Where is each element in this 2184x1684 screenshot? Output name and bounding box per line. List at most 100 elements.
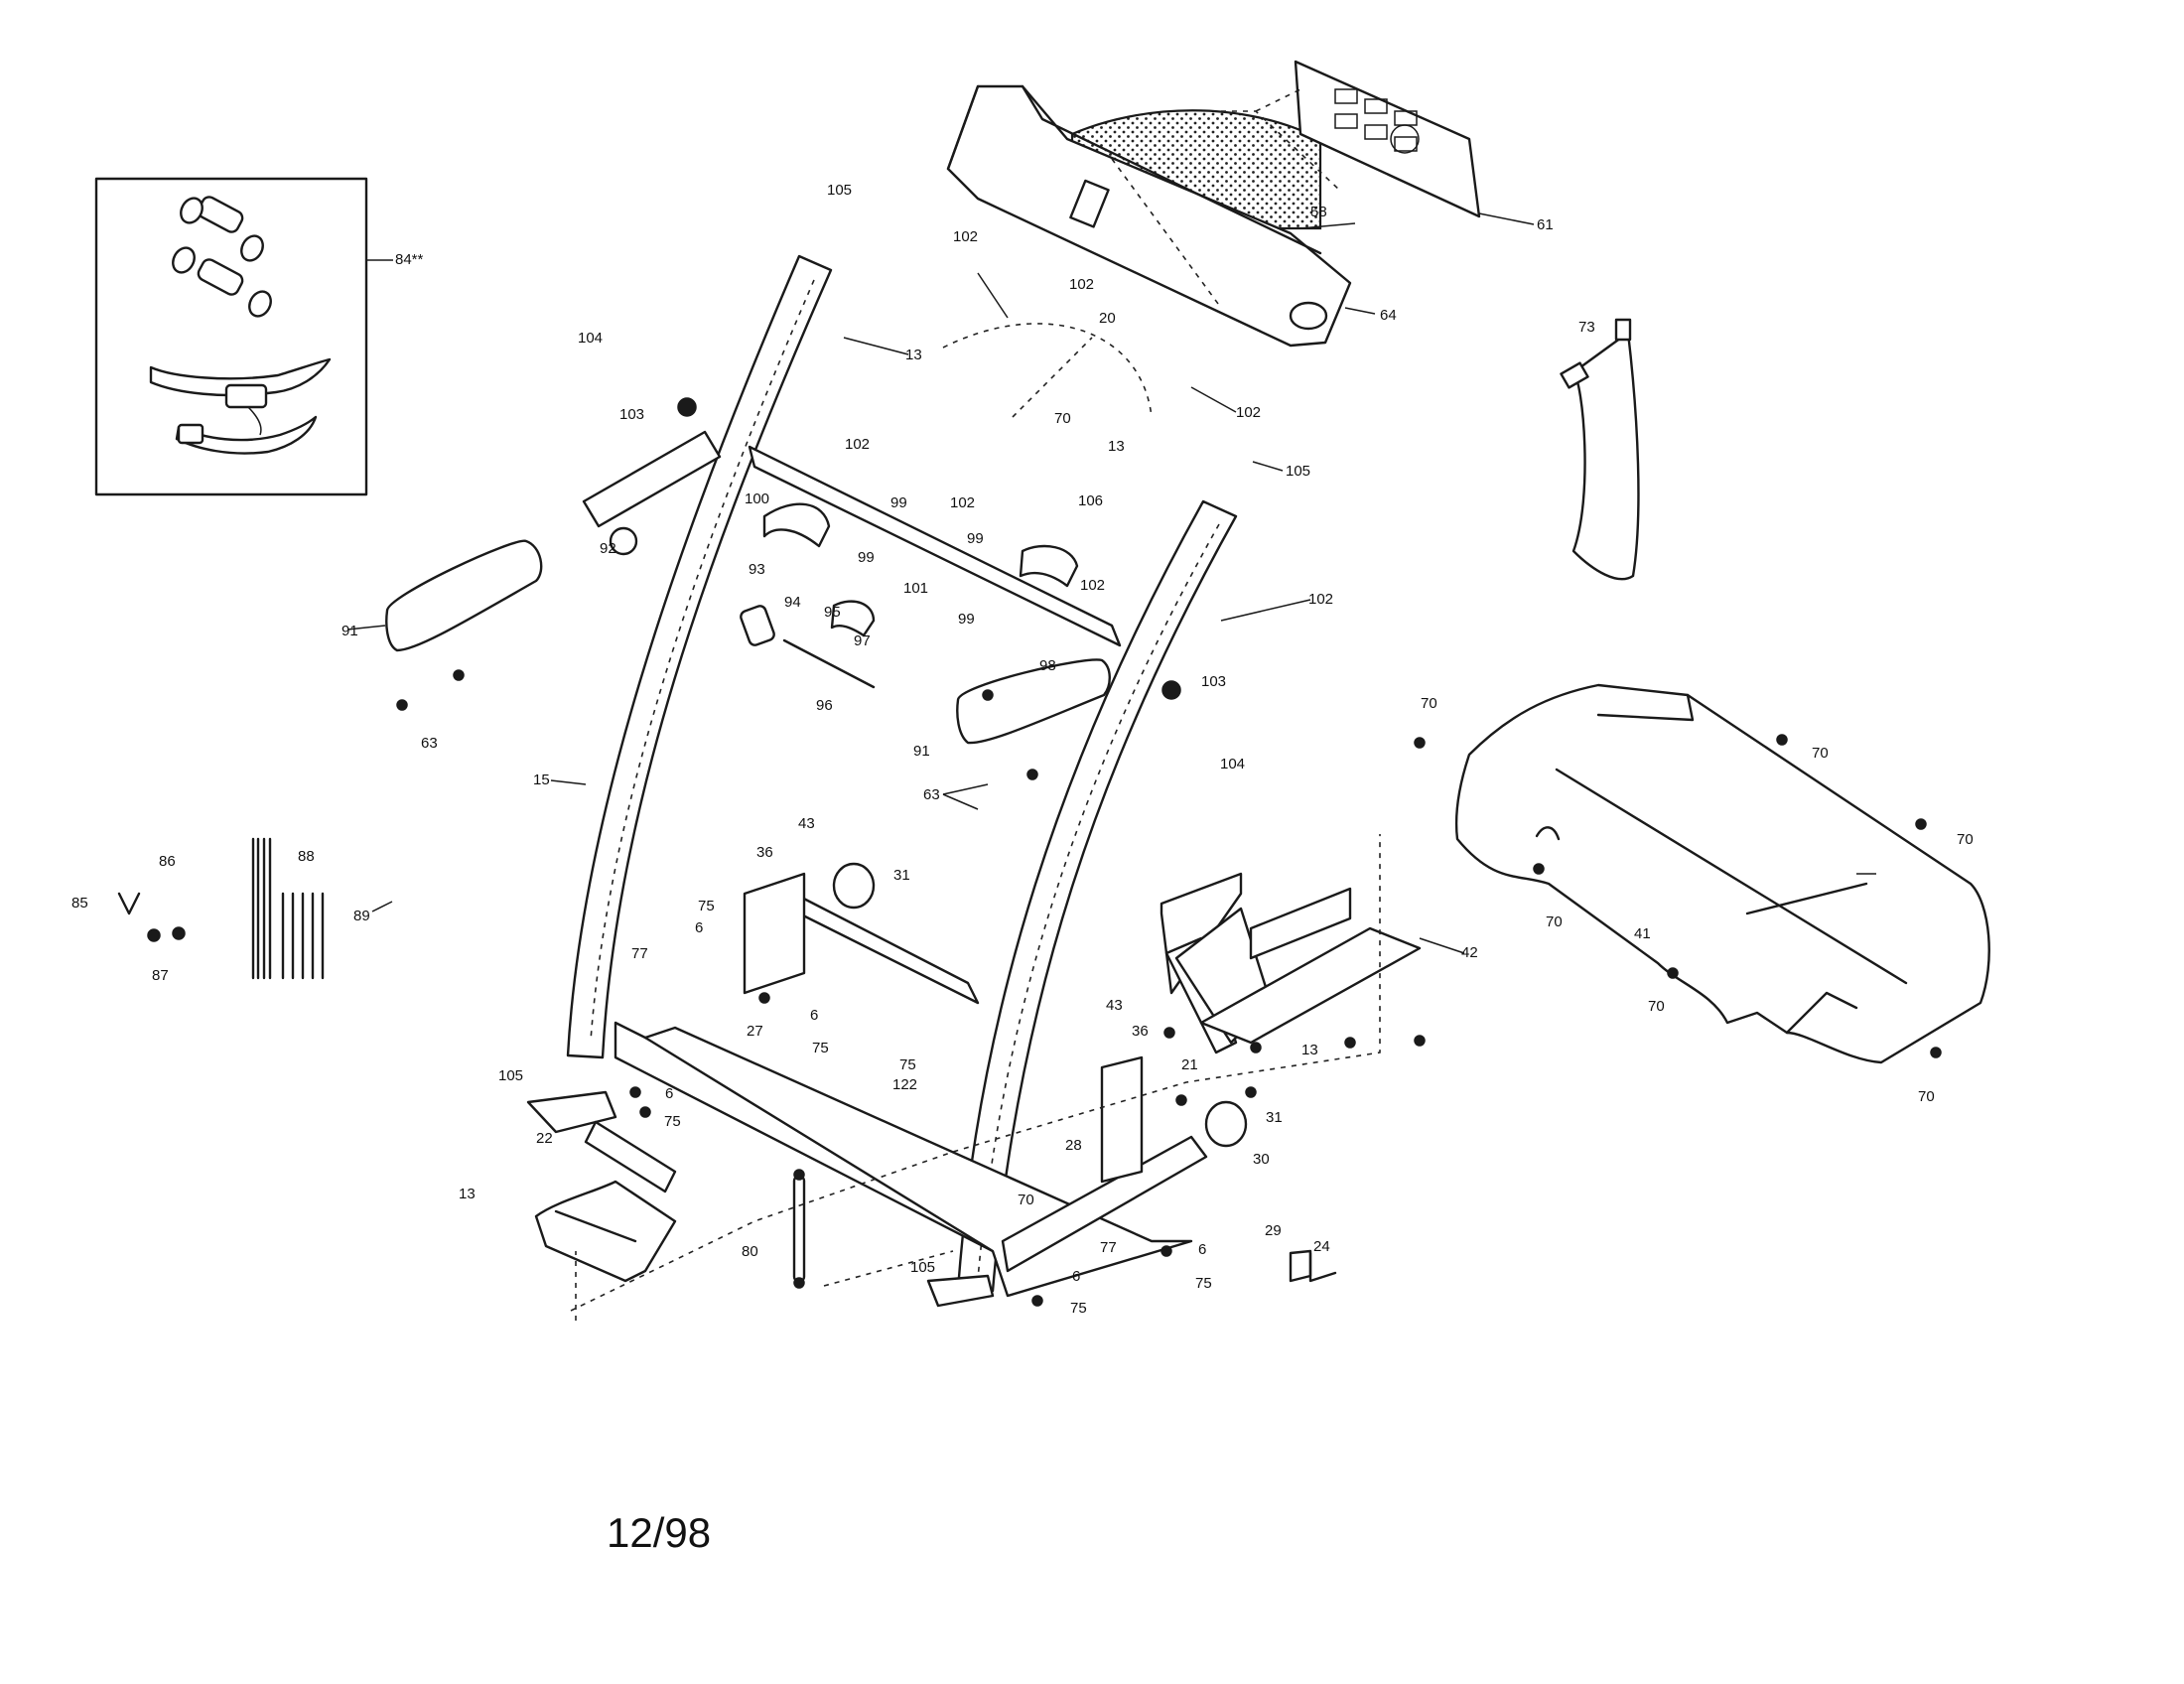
label-20: 20 <box>1099 310 1116 327</box>
motor-hood <box>1454 683 1990 1064</box>
label-43: 43 <box>1106 997 1123 1014</box>
label-102: 102 <box>1069 276 1094 293</box>
label-89: 89 <box>353 908 370 924</box>
label-104: 104 <box>1220 756 1245 772</box>
label-77: 77 <box>631 945 648 962</box>
label-41: 41 <box>1634 925 1651 942</box>
label-24: 24 <box>1313 1238 1330 1255</box>
misc-hardware <box>117 834 1422 1321</box>
label-73: 73 <box>1578 319 1595 336</box>
label-6: 6 <box>1072 1268 1080 1285</box>
left-upright <box>566 254 833 1059</box>
label-99: 99 <box>958 611 975 628</box>
label-100: 100 <box>745 491 769 507</box>
label-95: 95 <box>824 604 841 621</box>
label-21: 21 <box>1181 1056 1198 1073</box>
label-102: 102 <box>1080 577 1105 594</box>
rear-platform <box>1199 926 1422 1045</box>
label-102: 102 <box>953 228 978 245</box>
label-31: 31 <box>893 867 910 884</box>
label-80: 80 <box>742 1243 758 1260</box>
label-85: 85 <box>71 895 88 912</box>
label-75: 75 <box>1195 1275 1212 1292</box>
side-trim <box>1560 318 1640 581</box>
label-102: 102 <box>1308 591 1333 608</box>
label-102: 102 <box>1236 404 1261 421</box>
label-70: 70 <box>1648 998 1665 1015</box>
crossbar <box>748 445 1122 647</box>
label-91: 91 <box>341 623 358 639</box>
label-36: 36 <box>1132 1023 1149 1040</box>
label-99: 99 <box>890 494 907 511</box>
label-6: 6 <box>1198 1241 1206 1258</box>
label-70: 70 <box>1918 1088 1935 1105</box>
label-75: 75 <box>1070 1300 1087 1317</box>
console-base <box>946 84 1352 348</box>
label-6: 6 <box>695 919 703 936</box>
label-105: 105 <box>1286 463 1310 480</box>
label-75: 75 <box>698 898 715 914</box>
label-106: 106 <box>1078 492 1103 509</box>
label-105-top: 105 <box>827 182 852 199</box>
label-31: 31 <box>1266 1109 1283 1126</box>
label-63: 63 <box>421 735 438 752</box>
label-75: 75 <box>812 1040 829 1056</box>
label-103: 103 <box>1201 673 1226 690</box>
label-86: 86 <box>159 853 176 870</box>
label-98: 98 <box>1039 657 1056 674</box>
label-122: 122 <box>892 1076 917 1093</box>
label-58: 58 <box>1310 204 1327 220</box>
label-63: 63 <box>923 786 940 803</box>
label-96: 96 <box>816 697 833 714</box>
label-87: 87 <box>152 967 169 984</box>
left-bracket <box>743 872 806 995</box>
strap-icon <box>149 357 332 455</box>
label-91: 91 <box>913 743 930 760</box>
label-102: 102 <box>845 436 870 453</box>
label-102: 102 <box>950 494 975 511</box>
label-70: 70 <box>1957 831 1974 848</box>
right-bracket <box>1100 1055 1144 1184</box>
label-84: 84** <box>395 251 424 268</box>
revision-date: 12/98 <box>607 1509 711 1556</box>
label-70: 70 <box>1546 913 1563 930</box>
base-frame <box>614 862 1248 1298</box>
label-75: 75 <box>899 1056 916 1073</box>
label-94: 94 <box>784 594 801 611</box>
handrails <box>385 430 1111 745</box>
label-30: 30 <box>1253 1151 1270 1168</box>
label-61: 61 <box>1537 216 1554 233</box>
label-13: 13 <box>1301 1042 1318 1058</box>
label-70: 70 <box>1421 695 1437 712</box>
label-99: 99 <box>967 530 984 547</box>
label-28: 28 <box>1065 1137 1082 1154</box>
label-6: 6 <box>810 1007 818 1024</box>
label-88: 88 <box>298 848 315 865</box>
hood-shell <box>1454 683 1990 1064</box>
label-101: 101 <box>903 580 928 597</box>
label-13: 13 <box>905 347 922 363</box>
label-13: 13 <box>459 1186 476 1202</box>
label-27: 27 <box>747 1023 763 1040</box>
accessory-box <box>94 177 368 496</box>
fasteners <box>396 397 1942 1307</box>
label-93: 93 <box>749 561 765 578</box>
label-70: 70 <box>1812 745 1829 762</box>
label-104: 104 <box>578 330 603 347</box>
label-105: 105 <box>498 1067 523 1084</box>
label-36: 36 <box>756 844 773 861</box>
label-29: 29 <box>1265 1222 1282 1239</box>
label-105: 105 <box>910 1259 935 1276</box>
label-64: 64 <box>1380 307 1397 324</box>
label-22: 22 <box>536 1130 553 1147</box>
label-97: 97 <box>854 632 871 649</box>
label-6: 6 <box>665 1085 673 1102</box>
label-99: 99 <box>858 549 875 566</box>
label-77: 77 <box>1100 1239 1117 1256</box>
gas-spring <box>792 1175 806 1283</box>
label-15: 15 <box>533 772 550 788</box>
label-70: 70 <box>1054 410 1071 427</box>
label-92: 92 <box>600 540 616 557</box>
label-42: 42 <box>1461 944 1478 961</box>
right-handrail <box>956 658 1111 745</box>
